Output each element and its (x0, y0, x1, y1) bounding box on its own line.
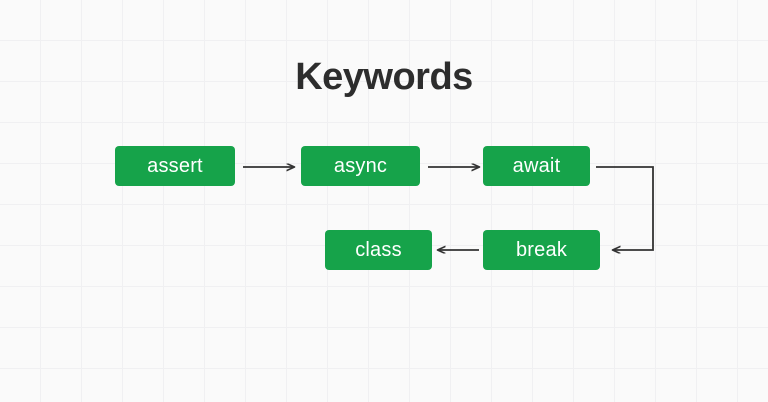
node-await-label: await (512, 154, 561, 177)
node-class-label: class (355, 238, 402, 261)
node-await[interactable]: await (483, 146, 590, 186)
node-assert-label: assert (147, 154, 203, 177)
node-assert[interactable]: assert (115, 146, 235, 186)
node-class[interactable]: class (325, 230, 432, 270)
node-async[interactable]: async (301, 146, 420, 186)
edge-await-to-break (596, 166, 654, 250)
node-async-label: async (333, 154, 388, 177)
node-break-label: break (515, 238, 568, 261)
page-title: Keywords (295, 56, 473, 98)
node-break[interactable]: break (483, 230, 600, 270)
